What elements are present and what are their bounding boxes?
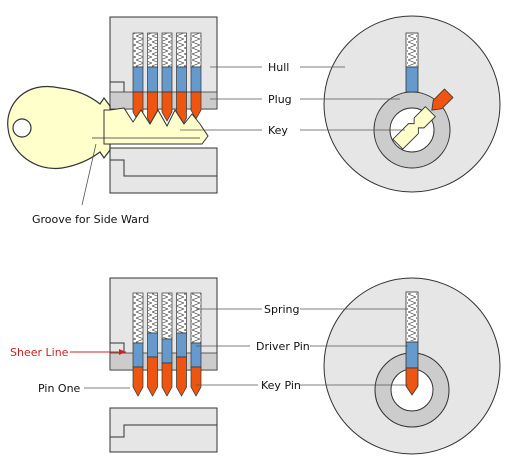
key-pin (161, 91, 173, 122)
top-lower-groove (110, 159, 217, 177)
bottom-lower-groove (110, 424, 217, 438)
bottom-lock-front-view (300, 277, 501, 455)
key-pin (190, 366, 202, 397)
bottom-lock-side-view: Spring Driver Pin Key Pin Sheer Line Pin… (10, 277, 310, 453)
label-plug: Plug (268, 93, 292, 106)
label-hull: Hull (268, 61, 289, 74)
key-pin (190, 91, 202, 120)
driver-pin (176, 332, 187, 358)
bottom-upper-notch (110, 342, 125, 353)
key-bow-hole (12, 118, 32, 138)
driver-pin (190, 66, 202, 93)
label-driver-pin: Driver Pin (256, 340, 310, 353)
key-bow (7, 85, 111, 170)
top-housing-lower (109, 147, 218, 194)
top-pin-stacks (132, 32, 202, 128)
driver-pin (132, 342, 144, 368)
driver-pin (161, 66, 173, 93)
driver-pin (161, 338, 173, 364)
driver-pin (190, 342, 202, 368)
driver-pin (132, 66, 144, 93)
key-blade (103, 107, 209, 145)
top-lock-side-view: Hull Plug Key Groove for Side Ward (7, 16, 292, 226)
label-spring: Spring (264, 303, 300, 316)
label-key-pin: Key Pin (261, 379, 301, 392)
top-front-driver-pin (405, 66, 419, 93)
key-pin (132, 366, 144, 397)
driver-pin (147, 332, 158, 358)
bottom-pin-stacks (132, 292, 202, 397)
label-pin-one: Pin One (38, 382, 81, 395)
key-pin (176, 356, 187, 397)
key-shape (7, 85, 209, 170)
top-front-key-pin (431, 88, 454, 111)
top-front-key-section (392, 106, 436, 150)
label-key: Key (268, 124, 288, 137)
driver-pin (147, 66, 158, 93)
top-upper-notch (110, 81, 125, 92)
top-lock-front-view (300, 15, 501, 193)
bottom-housing-lower (109, 407, 218, 453)
driver-pin (176, 66, 187, 93)
label-sheer-line: Sheer Line (10, 346, 69, 359)
key-pin (161, 362, 173, 397)
bottom-front-key-pin (405, 367, 419, 396)
label-groove-side-ward: Groove for Side Ward (32, 213, 149, 226)
key-pin (147, 356, 158, 397)
